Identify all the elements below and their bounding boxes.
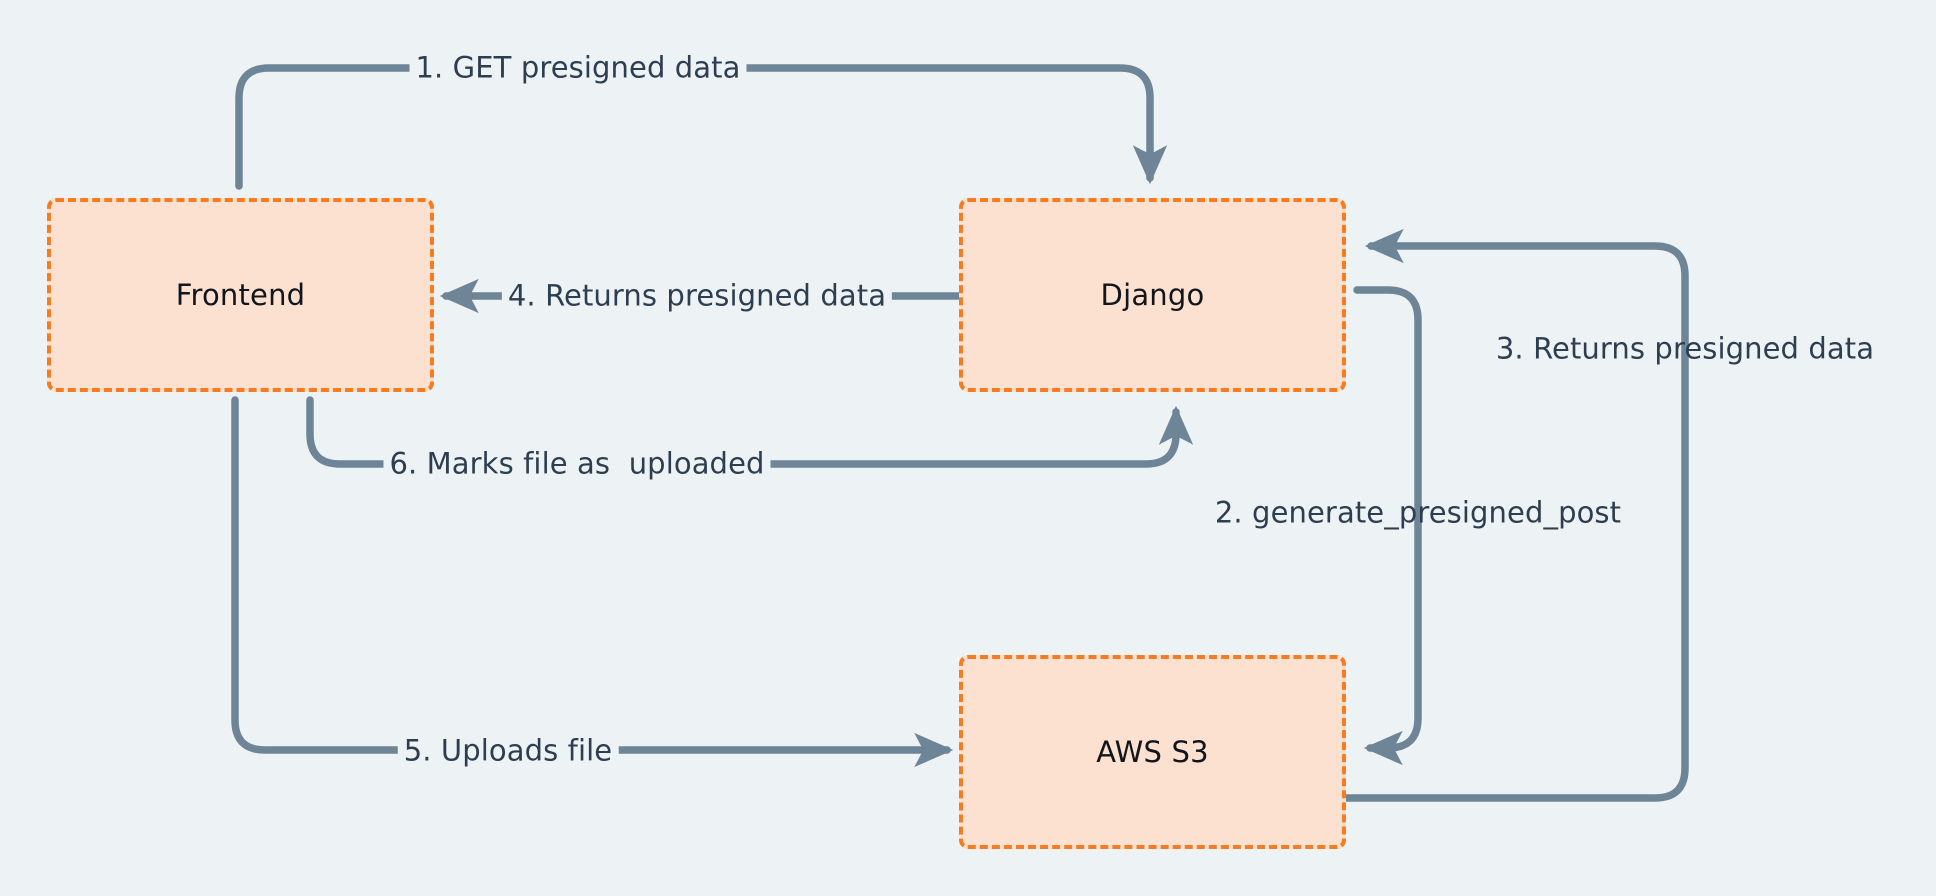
edge-label-3: 3. Returns presigned data [1495, 331, 1875, 366]
edge-label-1: 1. GET presigned data [409, 50, 747, 86]
node-frontend[interactable]: Frontend [47, 198, 434, 392]
node-django[interactable]: Django [959, 198, 1346, 392]
node-frontend-label: Frontend [175, 278, 306, 312]
edge-5-path [231, 396, 954, 768]
edge-2-path [1353, 286, 1422, 766]
node-aws-s3[interactable]: AWS S3 [959, 655, 1346, 849]
node-aws-s3-label: AWS S3 [1096, 735, 1209, 769]
edge-label-5: 5. Uploads file [397, 733, 619, 769]
edge-1-path [235, 64, 1168, 190]
edge-3-path [1342, 228, 1689, 802]
edge-label-6: 6. Marks file as uploaded [383, 446, 771, 482]
edge-label-4: 4. Returns presigned data [501, 278, 893, 314]
node-django-label: Django [1100, 278, 1205, 312]
edge-label-2: 2. generate_presigned_post [1214, 495, 1622, 530]
